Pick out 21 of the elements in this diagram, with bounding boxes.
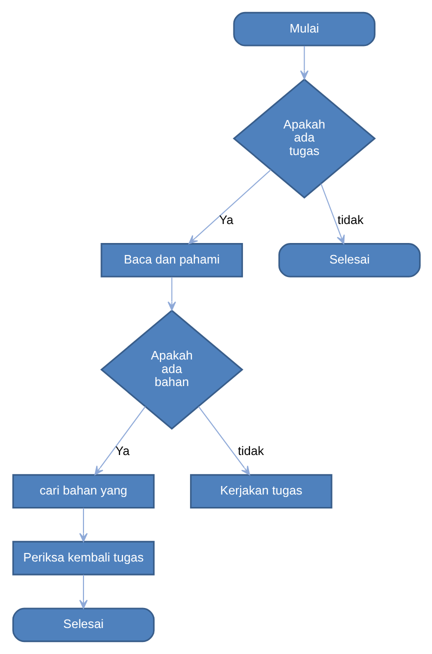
node-diamond: Apakah ada bahan [100, 310, 243, 430]
node-box: Baca dan pahami [100, 243, 242, 278]
edge-label: Ya [114, 444, 130, 458]
arrow [188, 169, 271, 244]
arrow [167, 277, 176, 311]
edge-label: Ya [218, 212, 233, 227]
arrow [198, 406, 250, 476]
node-box: Periksa kembali tugas [12, 540, 154, 576]
node-box: Selesai [12, 608, 154, 642]
node-diamond: Apakah ada tugas [232, 78, 376, 199]
arrow [320, 184, 344, 244]
node-box: Selesai [278, 243, 420, 278]
arrow [78, 574, 88, 609]
arrow [78, 508, 88, 542]
edge-label: tidak [337, 212, 364, 227]
node-box: Kerjakan tugas [190, 474, 332, 509]
edge-label: tidak [237, 444, 264, 458]
node-box: Mulai [232, 12, 375, 46]
node-box: cari bahan yang [12, 474, 154, 509]
arrow [94, 406, 146, 476]
arrow [300, 46, 308, 80]
